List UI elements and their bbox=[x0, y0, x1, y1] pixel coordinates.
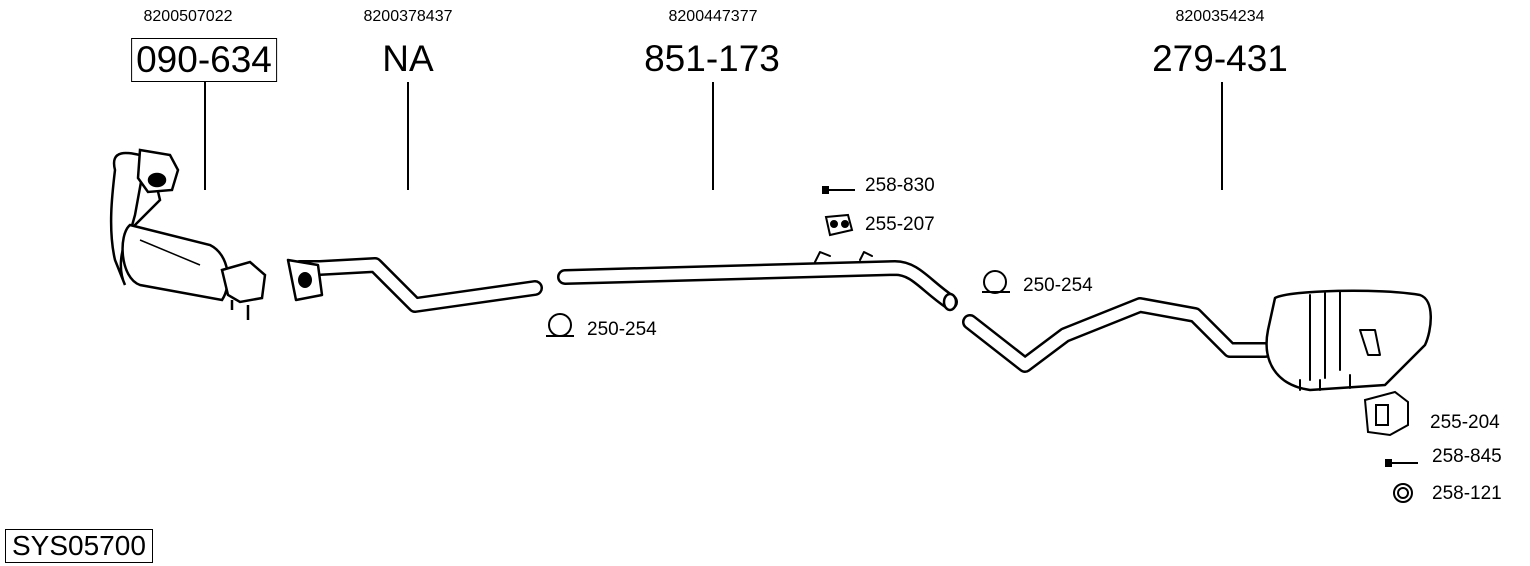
accessory-label[interactable]: 250-254 bbox=[1023, 275, 1093, 296]
accessory-label[interactable]: 255-207 bbox=[865, 214, 935, 235]
clamp-icon bbox=[982, 270, 1010, 294]
mounting-bracket-icon bbox=[1363, 390, 1409, 437]
accessory-label[interactable]: 258-121 bbox=[1432, 483, 1502, 504]
oe-number: 8200354234 bbox=[1175, 8, 1265, 25]
clamp-icon bbox=[546, 313, 574, 337]
ring-icon bbox=[1393, 483, 1413, 503]
oe-number: 8200378437 bbox=[363, 8, 453, 25]
part-number-front-pipe: NA bbox=[382, 38, 434, 79]
oe-number: 8200447377 bbox=[668, 8, 758, 25]
part-number-catalytic-converter[interactable]: 090-634 bbox=[131, 38, 277, 82]
system-code: SYS05700 bbox=[5, 529, 153, 563]
bolt-icon bbox=[822, 186, 855, 194]
middle-pipe-drawing bbox=[557, 251, 958, 312]
rear-silencer-drawing bbox=[962, 289, 1432, 392]
catalytic-converter-drawing bbox=[109, 148, 267, 320]
bolt-icon bbox=[1385, 459, 1418, 467]
rubber-mount-icon bbox=[824, 213, 854, 237]
oe-number: 8200507022 bbox=[143, 8, 233, 25]
accessory-label[interactable]: 258-830 bbox=[865, 175, 935, 196]
front-pipe-drawing bbox=[286, 257, 543, 313]
accessory-label[interactable]: 255-204 bbox=[1430, 412, 1500, 433]
accessory-label[interactable]: 258-845 bbox=[1432, 446, 1502, 467]
part-number-rear-silencer[interactable]: 279-431 bbox=[1152, 38, 1288, 79]
part-number-middle-pipe[interactable]: 851-173 bbox=[644, 38, 780, 79]
accessory-label[interactable]: 250-254 bbox=[587, 319, 657, 340]
